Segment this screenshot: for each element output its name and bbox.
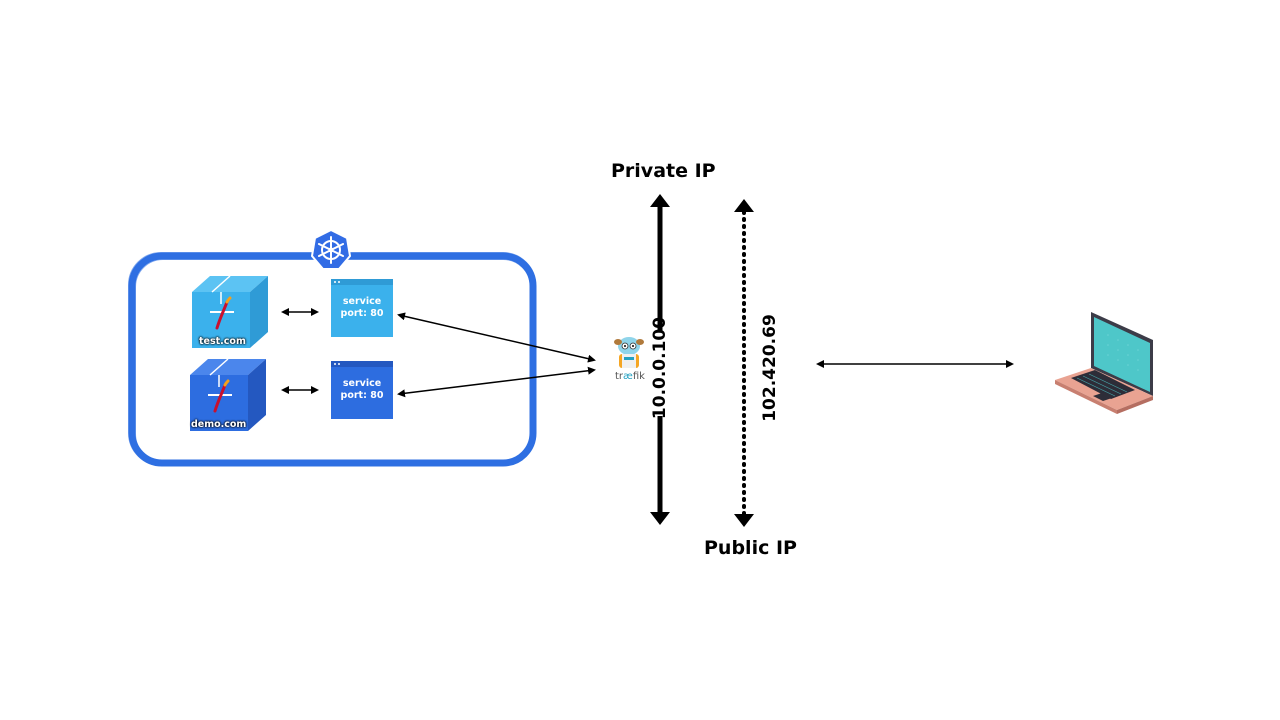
service-proxy-arrow-2 — [397, 366, 596, 398]
window-titlebar — [331, 361, 393, 367]
service-port-label: port: 80 — [340, 308, 384, 319]
traefik-logo-part: fik — [632, 371, 645, 382]
pod-domain-label: demo.com — [191, 419, 247, 430]
traefik-gopher-icon — [614, 337, 644, 368]
service-port-label: port: 80 — [340, 390, 384, 401]
traefik-logo-text: træfik — [615, 371, 645, 382]
private-ip-heading: Private IP — [611, 160, 716, 182]
service-window: service port: 80 — [331, 279, 393, 337]
kubernetes-helm-icon — [311, 229, 351, 270]
pod-domain-label: test.com — [199, 336, 246, 347]
service-label: service — [342, 296, 382, 307]
service-proxy-arrow-1 — [397, 312, 596, 363]
public-ip-heading: Public IP — [704, 537, 797, 559]
pod-box-icon — [192, 275, 268, 348]
public-ip-value: 102.420.69 — [760, 314, 781, 422]
laptop-icon — [1055, 312, 1153, 414]
public-ip-arrow — [734, 199, 754, 527]
window-titlebar — [331, 279, 393, 285]
private-ip-arrow — [650, 194, 670, 525]
traefik-logo-part: tr — [615, 371, 624, 382]
pod-box-icon — [190, 358, 266, 431]
private-ip-value: 10.0.0.100 — [650, 316, 670, 420]
service-label: service — [342, 378, 382, 389]
traefik-logo-part: æ — [623, 371, 633, 382]
service-window: service port: 80 — [331, 361, 393, 419]
